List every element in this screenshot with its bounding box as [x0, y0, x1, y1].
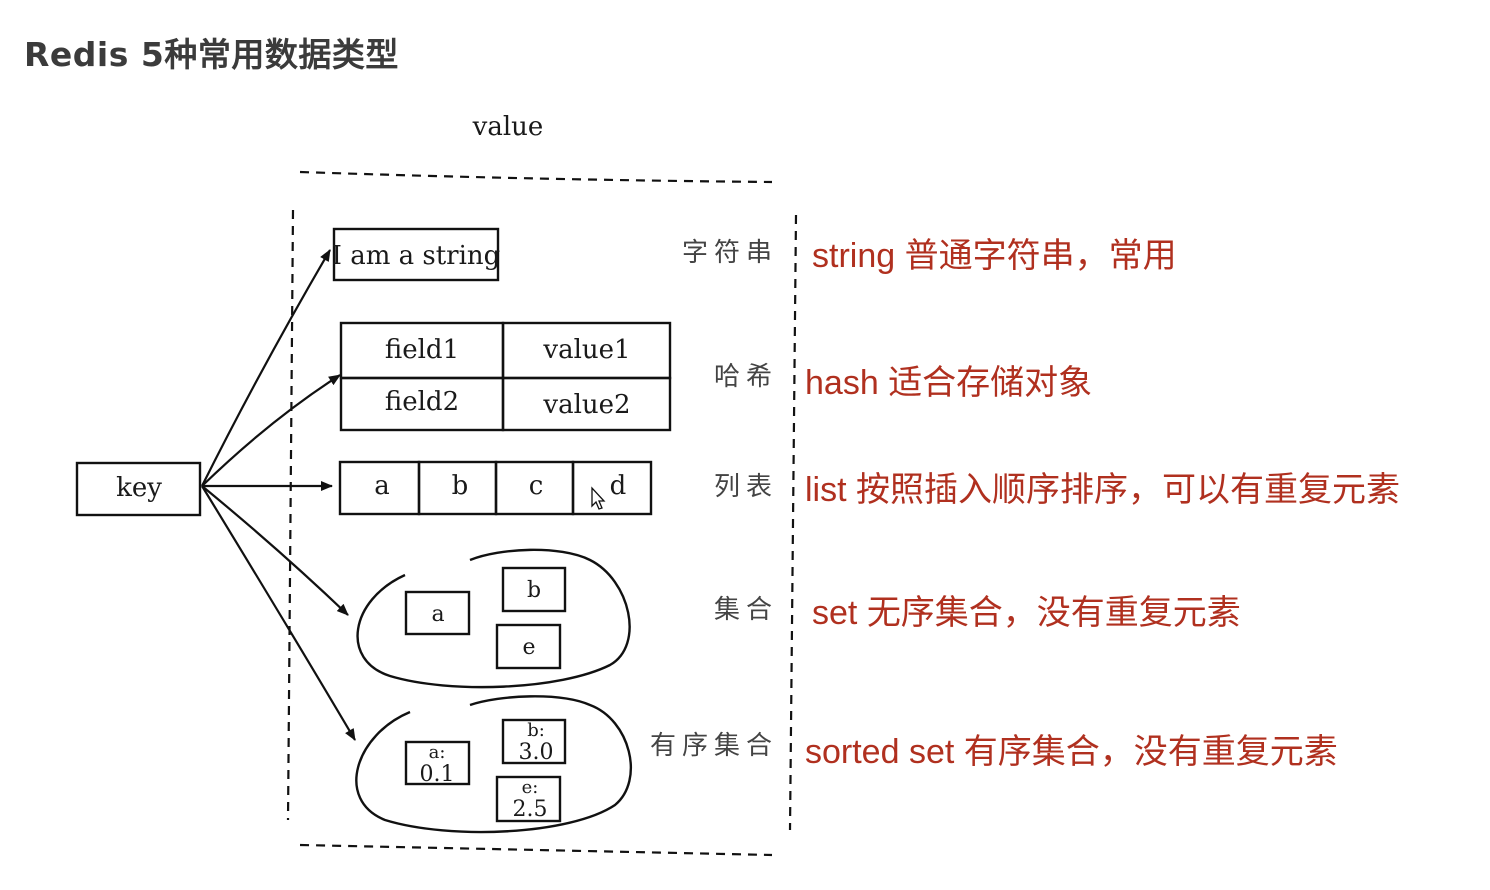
type-label-set: 集合	[714, 595, 778, 625]
hash-field2: field2	[385, 387, 459, 417]
set-item: b	[527, 578, 541, 603]
zset-bubble: a: 0.1 b: 3.0 e: 2.5	[355, 695, 632, 834]
hash-field1: field1	[385, 335, 459, 365]
description-keyword: set	[812, 594, 858, 632]
description-list: list 按照插入顺序排序，可以有重复元素	[805, 462, 1400, 511]
key-arrows	[201, 249, 356, 741]
description-zset: sorted set 有序集合，没有重复元素	[805, 724, 1338, 773]
description-text: 有序集合，没有重复元素	[963, 733, 1338, 771]
arrow-to-string	[201, 249, 331, 487]
description-keyword: hash	[805, 364, 879, 402]
list-item: a	[374, 471, 390, 501]
zset-score: 0.1	[420, 762, 455, 787]
description-text: 适合存储对象	[888, 364, 1093, 402]
arrow-to-hash	[201, 374, 341, 487]
string-value-box: I am a string	[332, 227, 501, 282]
zset-member: e:	[522, 777, 539, 798]
key-box: key	[75, 461, 202, 517]
list-item: d	[610, 471, 627, 501]
string-value-text: I am a string	[332, 241, 501, 271]
description-string: string 普通字符串，常用	[812, 228, 1177, 277]
list-item: b	[452, 471, 469, 501]
description-keyword: list	[805, 471, 847, 509]
description-keyword: sorted set	[805, 733, 955, 771]
zset-score: 3.0	[519, 740, 554, 765]
key-label: key	[116, 473, 162, 503]
arrow-to-zset	[201, 485, 356, 741]
hash-value2: value2	[542, 390, 630, 420]
description-hash: hash 适合存储对象	[805, 355, 1092, 404]
type-label-list: 列表	[714, 472, 778, 502]
zset-member: a:	[429, 742, 446, 763]
zset-score: 2.5	[513, 797, 548, 822]
page-title: Redis 5种常用数据类型	[24, 35, 399, 74]
description-text: 普通字符串，常用	[904, 237, 1177, 275]
value-label: value	[472, 112, 544, 142]
description-keyword: string	[812, 237, 896, 275]
zset-member: b:	[527, 720, 545, 741]
set-item: a	[431, 602, 444, 627]
type-label-string: 字符串	[682, 238, 778, 268]
value-dashed-container	[286, 170, 798, 857]
arrow-to-set	[201, 485, 349, 616]
description-set: set 无序集合，没有重复元素	[812, 585, 1241, 634]
list-item: c	[529, 471, 544, 501]
hash-value1: value1	[542, 335, 630, 365]
type-label-zset: 有序集合	[650, 731, 778, 761]
hash-table: field1 value1 field2 value2	[339, 321, 672, 432]
description-text: 按照插入顺序排序，可以有重复元素	[856, 471, 1401, 509]
list-cells: a b c d	[338, 460, 653, 516]
set-item: e	[522, 635, 535, 660]
mouse-cursor-icon	[591, 486, 606, 510]
type-label-hash: 哈希	[714, 362, 778, 392]
description-text: 无序集合，没有重复元素	[866, 594, 1241, 632]
set-bubble: a b e	[356, 548, 631, 689]
